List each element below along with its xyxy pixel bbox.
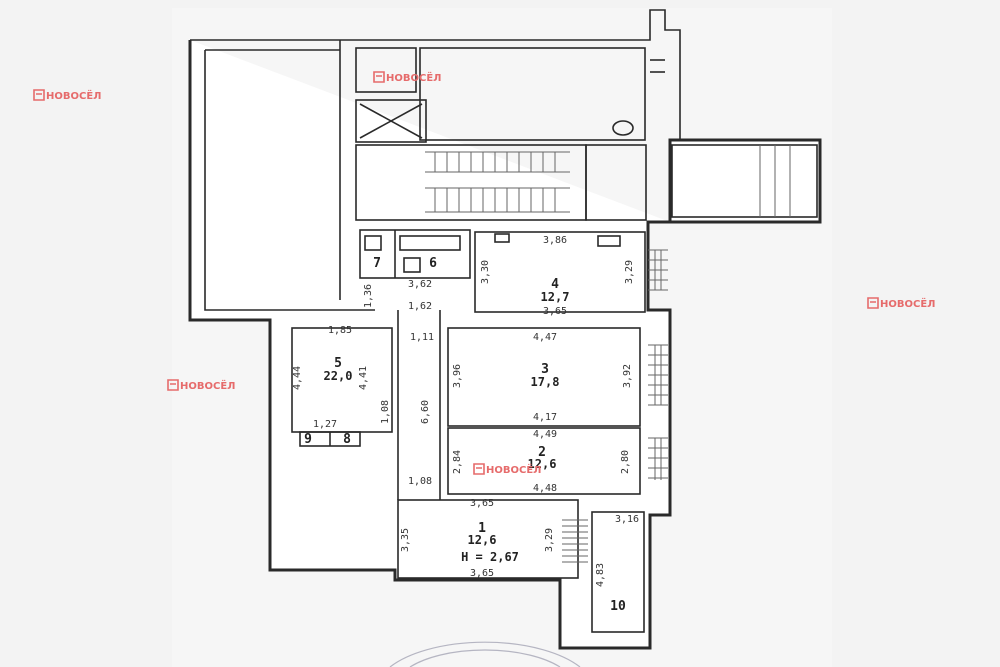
dim-r3-top: 4,47 [533, 332, 557, 343]
apartment [291, 229, 668, 633]
dim-r3-right: 3,92 [622, 364, 633, 388]
dim-corr-c: 1,08 [380, 400, 391, 424]
dim-r2-left: 2,84 [452, 450, 463, 474]
watermark-1: НОВОСЁЛ [33, 88, 101, 102]
room-4-outline [474, 231, 646, 313]
service-block [355, 47, 665, 143]
dim-r10-top: 3,16 [615, 514, 639, 525]
dim-r1-top: 3,65 [470, 498, 494, 509]
dim-r4-bottom: 3,65 [543, 306, 567, 317]
dim-r3-left: 3,96 [452, 364, 463, 388]
dim-r4-top: 3,86 [543, 235, 567, 246]
dim-r4-left: 3,30 [480, 260, 491, 284]
watermark-4: НОВОСЁЛ [167, 378, 235, 392]
room-7-number: 7 [373, 256, 381, 271]
room-2-number: 2 [538, 445, 546, 460]
elevator-shaft [355, 99, 427, 143]
dim-corr-b: 1,11 [410, 332, 434, 343]
dim-r2-right: 2,80 [620, 450, 631, 474]
brand-logo-icon [167, 379, 179, 391]
dim-r1-left: 3,35 [400, 528, 411, 552]
watermark-5: НОВОСЁЛ [473, 462, 541, 476]
room-2-outline [447, 427, 641, 495]
dim-r5-left: 4,44 [292, 366, 303, 390]
room-10-number: 10 [610, 599, 626, 614]
watermark-brand: НОВОСЁЛ [180, 378, 235, 392]
room-1-outline [397, 499, 579, 579]
bathroom-block [359, 229, 471, 279]
dim-corr-d: 1,08 [408, 476, 432, 487]
room-1-area: 12,6 [468, 533, 497, 547]
room-5-area: 22,0 [324, 369, 353, 383]
brand-logo-icon [867, 297, 879, 309]
dim-r2-top: 4,49 [533, 429, 557, 440]
stairwell [355, 144, 818, 221]
room-1-number: 1 [478, 521, 486, 536]
watermark-brand: НОВОСЁЛ [386, 70, 441, 84]
brand-logo-icon [473, 463, 485, 475]
watermark-3: НОВОСЁЛ [867, 296, 935, 310]
dim-r2-bottom: 4,48 [533, 483, 557, 494]
room-3-outline [447, 327, 641, 427]
dim-corr-e: 6,60 [420, 400, 431, 424]
dim-r5-bottom: 1,27 [313, 419, 337, 430]
dim-r10-side: 4,83 [595, 563, 606, 587]
dim-corr-a: 1,62 [408, 301, 432, 312]
room-8-number: 8 [343, 432, 351, 447]
stamp-seal [389, 641, 581, 667]
room-9-number: 9 [304, 432, 312, 447]
dim-r6-bottom: 3,62 [408, 279, 432, 290]
dim-r1-right: 3,29 [544, 528, 555, 552]
room-4-area: 12,7 [541, 290, 570, 304]
room-3-area: 17,8 [531, 375, 560, 389]
brand-logo-icon [373, 71, 385, 83]
dim-r4-right: 3,29 [624, 260, 635, 284]
room-labels: 4 12,7 3 17,8 2 12,6 1 12,6 H = 2,67 5 2… [304, 256, 626, 614]
room-10-outline [591, 511, 645, 633]
room-2-area: 12,6 [528, 457, 557, 471]
watermark-brand: НОВОСЁЛ [880, 296, 935, 310]
dim-r3-bottom: 4,17 [533, 412, 557, 423]
dim-r1-bottom: 3,65 [470, 568, 494, 579]
room-1-height: H = 2,67 [461, 550, 519, 564]
room-5-number: 5 [334, 356, 342, 371]
dim-r7-bottom: 1,36 [363, 284, 374, 308]
brand-logo-icon [33, 89, 45, 101]
room-6-number: 6 [429, 256, 437, 271]
room-4-number: 4 [551, 277, 559, 292]
dim-r5-top: 1,85 [328, 325, 352, 336]
watermark-2: НОВОСЁЛ [373, 70, 441, 84]
outer-walls [188, 9, 822, 650]
room-3-number: 3 [541, 362, 549, 377]
dimension-labels: 3,86 3,65 3,30 3,29 4,47 4,17 3,96 3,92 … [292, 235, 639, 587]
watermark-brand: НОВОСЁЛ [46, 88, 101, 102]
watermark-brand: НОВОСЁЛ [486, 462, 541, 476]
dim-r5-right: 4,41 [358, 366, 369, 390]
